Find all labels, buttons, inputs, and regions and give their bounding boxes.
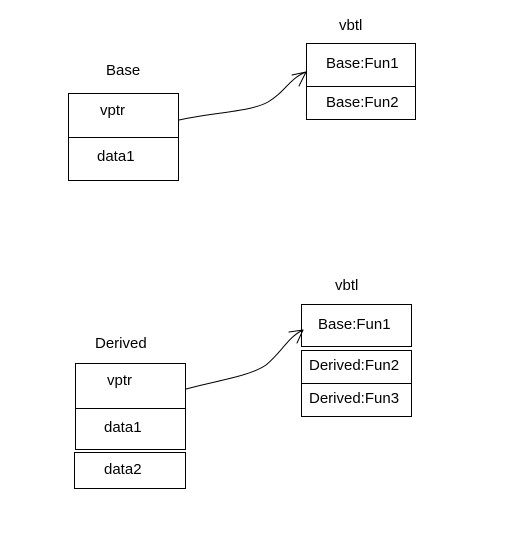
base-data1-cell: data1 (97, 148, 135, 165)
derived-data1-cell: data1 (104, 419, 142, 436)
derived-data2-cell: data2 (104, 461, 142, 478)
derived-vptr-cell: vptr (107, 372, 133, 389)
derived-title: Derived (95, 335, 147, 352)
derived-vtable-fun1-cell: Base:Fun1 (318, 316, 391, 333)
derived-data1-box (75, 408, 186, 450)
base-vtable-box (306, 43, 416, 120)
base-vptr-cell: vptr (100, 102, 126, 119)
derived-vtable-fun1-box (301, 304, 412, 347)
base-vtable-fun1-cell: Base:Fun1 (326, 55, 399, 72)
base-vtable-divider (306, 86, 416, 87)
base-vptr-arrow (178, 71, 307, 121)
derived-vptr-arrowhead-icon (288, 329, 304, 344)
derived-vtable-fun2-cell: Derived:Fun2 (309, 357, 400, 374)
derived-vtable-divider (301, 383, 412, 384)
base-title: Base (106, 62, 141, 79)
derived-vptr-box (75, 363, 186, 409)
derived-vtable-fun3-cell: Derived:Fun3 (309, 390, 400, 407)
base-vtable-title: vbtl (339, 17, 363, 34)
derived-vtable-title: vbtl (335, 277, 359, 294)
derived-vptr-arrow (185, 329, 304, 390)
base-vtable-fun2-cell: Base:Fun2 (326, 94, 399, 111)
base-vptr-arrowhead-icon (291, 71, 307, 87)
base-object-divider (68, 137, 179, 138)
derived-data2-box (74, 452, 186, 489)
